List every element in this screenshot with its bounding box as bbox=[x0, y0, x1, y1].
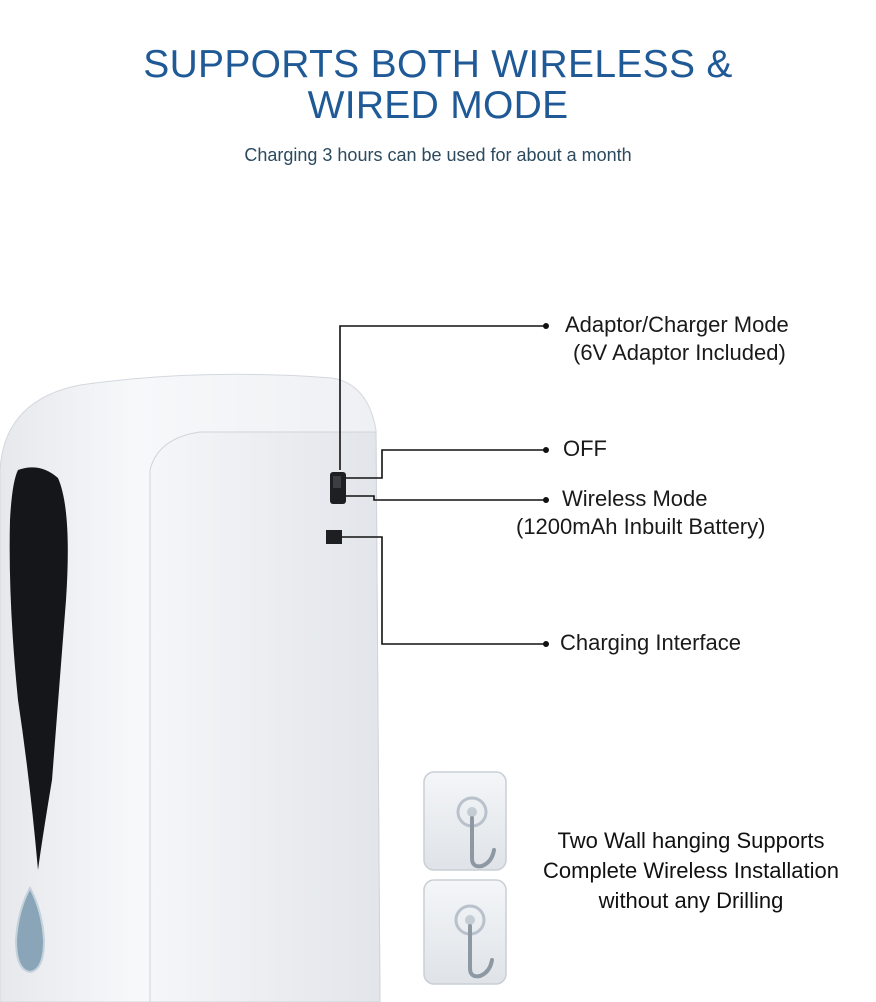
callout-line-adaptor bbox=[339, 325, 544, 470]
droplet-logo bbox=[14, 885, 46, 974]
callout-off: OFF bbox=[563, 435, 607, 463]
headline: SUPPORTS BOTH WIRELESS & WIRED MODE bbox=[0, 44, 876, 126]
wall-hook-2 bbox=[423, 879, 507, 985]
callout-wireless-label: Wireless Mode bbox=[562, 486, 708, 511]
headline-line-2: WIRED MODE bbox=[307, 84, 569, 127]
hooks-caption-line-3: without any Drilling bbox=[598, 888, 784, 913]
callout-adaptor-sublabel: (6V Adaptor Included) bbox=[573, 340, 786, 365]
callout-wireless: Wireless Mode (1200mAh Inbuilt Battery) bbox=[516, 485, 765, 541]
callout-line-charging bbox=[342, 536, 544, 645]
dispenser-body bbox=[0, 373, 381, 1002]
callout-line-wireless bbox=[346, 495, 544, 501]
callout-adaptor-label: Adaptor/Charger Mode bbox=[565, 312, 789, 337]
hooks-caption-line-2: Complete Wireless Installation bbox=[543, 858, 839, 883]
callout-adaptor: Adaptor/Charger Mode (6V Adaptor Include… bbox=[565, 311, 789, 367]
bullet-off bbox=[543, 447, 549, 453]
callout-lines bbox=[339, 325, 544, 645]
subtitle: Charging 3 hours can be used for about a… bbox=[244, 145, 632, 165]
callout-charging-label: Charging Interface bbox=[560, 630, 741, 655]
callout-charging: Charging Interface bbox=[560, 629, 741, 657]
callout-wireless-sublabel: (1200mAh Inbuilt Battery) bbox=[516, 514, 766, 539]
wall-hook-1 bbox=[423, 771, 507, 871]
callout-line-off bbox=[346, 449, 544, 479]
hooks-caption-line-1: Two Wall hanging Supports bbox=[557, 828, 825, 853]
callout-off-label: OFF bbox=[563, 436, 607, 461]
callout-bullets bbox=[543, 323, 549, 647]
charging-port bbox=[326, 530, 342, 544]
headline-line-1: SUPPORTS BOTH WIRELESS & bbox=[143, 43, 733, 86]
bullet-adaptor bbox=[543, 323, 549, 329]
hooks-caption: Two Wall hanging Supports Complete Wirel… bbox=[516, 826, 866, 916]
dispenser-window bbox=[9, 467, 68, 870]
bullet-wireless bbox=[543, 497, 549, 503]
bullet-charging bbox=[543, 641, 549, 647]
